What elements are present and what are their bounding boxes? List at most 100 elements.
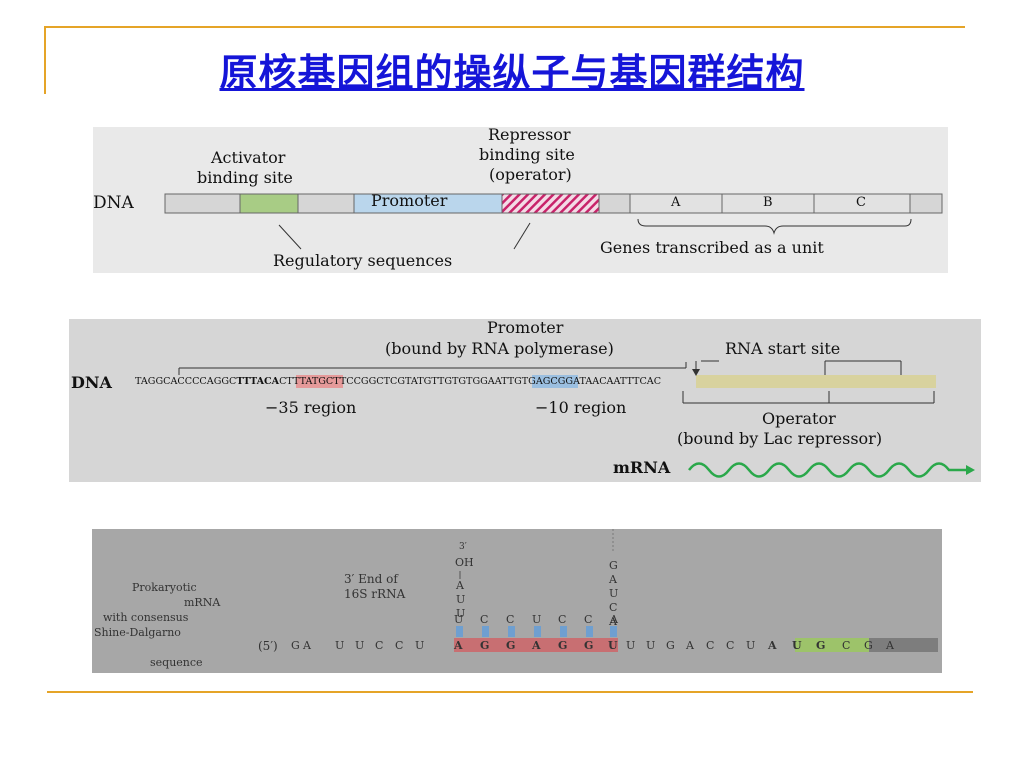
codon2-highlight [869, 638, 938, 652]
lac-promoter-panel: Promoter (bound by RNA polymerase) RNA s… [69, 319, 981, 482]
rrna-pair-base: U [454, 613, 464, 626]
mrna-base: A [686, 639, 694, 652]
shine-dalgarno-panel: Prokaryotic mRNA with consensus Shine-Da… [92, 529, 942, 673]
operon-diagram [164, 193, 943, 250]
operator-hatched-box [501, 193, 600, 214]
mrna-base: A [303, 639, 311, 652]
rrna-pair-base: A [610, 613, 618, 626]
sd-base: A [532, 639, 541, 652]
sd-base: G [558, 639, 568, 652]
promoter-subtitle: (bound by RNA polymerase) [385, 339, 614, 358]
rrna-pair-base: C [506, 613, 515, 626]
dna-sequence: TAGGCACCCCAGGCTTTACACTTTATGCTTCCGGCTCGTA… [135, 376, 661, 387]
dna-label: DNA [93, 193, 134, 213]
seq-minus10: TATGTT [405, 376, 445, 387]
five-prime-label: (5′) [258, 639, 278, 653]
prokaryotic-label-5: sequence [150, 656, 203, 669]
activator-label: Activator [211, 148, 286, 167]
operator-highlight [696, 375, 936, 388]
rna-start-site-label: RNA start site [725, 339, 841, 358]
mrna-base: U [626, 639, 636, 652]
left-accent-line [44, 26, 46, 94]
start-codon-highlight [795, 638, 869, 652]
repressor-label: Repressor [488, 127, 571, 144]
repressor-label-2: binding site [479, 145, 575, 164]
mrna-base: C [375, 639, 384, 652]
mrna-base: C [395, 639, 404, 652]
seq-operator: AATTGTGAGCGGATAACAATT [487, 376, 634, 387]
oh-label-2: OH [455, 556, 474, 569]
mrna-base: G [291, 639, 300, 652]
genes-bracket [637, 218, 912, 235]
seq-spacer: CTTTATGCTTCCGGCTCG [279, 376, 405, 387]
minus10-region-label: −10 region [535, 398, 627, 417]
mrna-base: U [355, 639, 365, 652]
mrna-arrowhead [966, 465, 975, 475]
bottom-divider [47, 691, 973, 693]
top-divider [44, 26, 965, 28]
regulatory-pointer-left [278, 224, 302, 250]
mrna-base: U [746, 639, 756, 652]
rrna-loop-base: A [609, 573, 617, 586]
prokaryotic-label-4: Shine-Dalgarno [94, 626, 181, 639]
mrna-base: U [415, 639, 425, 652]
rrna-loop-base: C [609, 601, 618, 614]
dna-label: DNA [71, 373, 112, 392]
mrna-label: mRNA [613, 458, 671, 477]
rrna-pair-base: U [532, 613, 542, 626]
rrna-loop-base: G [609, 559, 618, 572]
minus35-region-label: −35 region [265, 398, 357, 417]
rrna-loop-base: U [609, 587, 619, 600]
seq-upstream: TAGGCACCCCAGGC [135, 376, 237, 387]
operator-sublabel: (bound by Lac repressor) [677, 429, 883, 448]
start-codon-base: A [768, 639, 777, 652]
regulatory-pointer-right [513, 222, 531, 250]
prokaryotic-label-1: Prokaryotic [132, 581, 197, 594]
sd-base: U [608, 639, 618, 652]
oh-label-1: 3′ [459, 542, 467, 552]
mrna-wave [688, 462, 967, 478]
activator-binding-site-box [239, 193, 299, 214]
activator-label-2: binding site [197, 168, 293, 187]
sd-base: G [584, 639, 594, 652]
gene-c-label: C [856, 195, 866, 210]
page-title: 原核基因组的操纵子与基因群结构 [219, 51, 805, 95]
operator-label: Operator [762, 409, 836, 428]
codon2-base: G [864, 639, 873, 652]
prokaryotic-label-3: with consensus [103, 611, 189, 624]
gene-b-label: B [763, 195, 773, 210]
rrna-stem: A U U [456, 579, 465, 621]
seq-minus35: TTTACA [236, 376, 280, 387]
sd-base: G [480, 639, 490, 652]
minus35-highlight [296, 375, 343, 388]
minus10-highlight [532, 375, 578, 388]
genes-unit-label: Genes transcribed as a unit [600, 238, 824, 257]
mrna-base: G [666, 639, 675, 652]
rrna-pair-base: C [558, 613, 567, 626]
operon-structure-panel: Activator binding site Repressor binding… [93, 127, 948, 273]
rrna-loop-base: A [609, 615, 617, 628]
mrna-base: C [726, 639, 735, 652]
promoter-title: Promoter [487, 319, 564, 337]
repressor-label-3: (operator) [489, 165, 572, 184]
mrna-base: U [335, 639, 345, 652]
rrna-loop: G A U C A [609, 559, 618, 629]
rrna-pair-base: C [584, 613, 593, 626]
rrna-stem-base: A [456, 579, 464, 592]
sd-base: A [454, 639, 463, 652]
mrna-base: C [706, 639, 715, 652]
sd-highlight [454, 638, 618, 652]
start-codon-base: G [816, 639, 826, 652]
base-pair-ticks [456, 626, 617, 637]
promoter-sequence-diagram [178, 360, 975, 478]
rrna-end-label-1: 3′ End of [344, 572, 398, 586]
regulatory-sequences-label: Regulatory sequences [273, 251, 453, 270]
codon2-base: C [842, 639, 851, 652]
seq-downstream: TCAC [633, 376, 662, 387]
shine-dalgarno-diagram [454, 529, 938, 652]
start-codon-base: U [792, 639, 802, 652]
promoter-label: Promoter [371, 191, 448, 210]
codon2-base: A [886, 639, 894, 652]
